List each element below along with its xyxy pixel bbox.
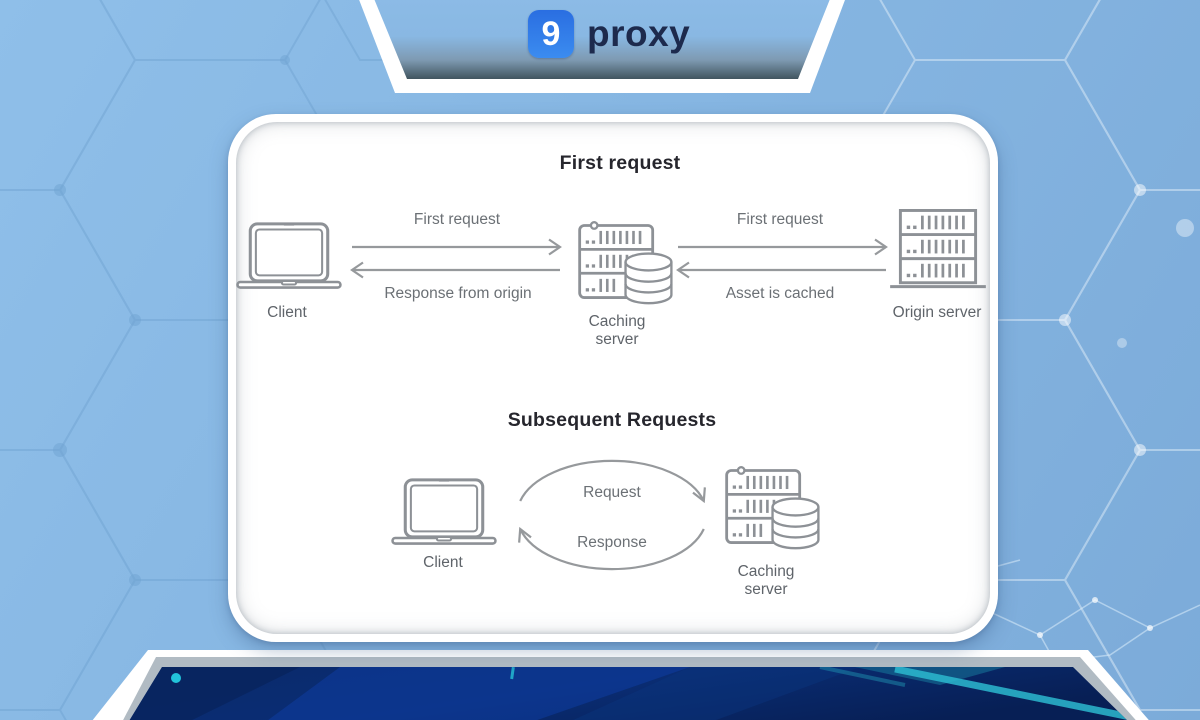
request-response-arrows (350, 235, 566, 283)
laptop-icon (391, 478, 497, 548)
arrow-label-first-request-1: First request (413, 211, 501, 228)
cycle-arrows (518, 459, 706, 571)
caching-server-label-line2: server (595, 331, 639, 348)
caching-server-label: Caching server (706, 563, 826, 599)
cycle-label-request: Request (583, 484, 641, 501)
top-banner (359, 0, 845, 100)
arrow-label-response-from-origin: Response from origin (384, 285, 532, 302)
caching-server-label-line1: Caching (737, 563, 795, 580)
diagram-card-inner: First request Client First request Respo… (236, 122, 990, 634)
subsequent-requests-title: Subsequent Requests (507, 409, 717, 431)
caching-server-label-line1: Caching (588, 313, 646, 330)
caching-server-icon (725, 463, 821, 551)
logo-wordmark: proxy (587, 13, 691, 54)
laptop-icon (236, 222, 342, 292)
diagram-card: First request Client First request Respo… (228, 114, 998, 642)
origin-server-label: Origin server (892, 304, 982, 321)
caching-server-label-line2: server (744, 581, 788, 598)
request-response-arrows (676, 235, 892, 283)
origin-server-icon (888, 209, 988, 293)
client-label: Client (267, 304, 307, 321)
brand-logo: 9 proxy (528, 9, 690, 59)
client-label: Client (423, 554, 463, 571)
caching-server-icon (578, 218, 674, 306)
arrow-label-asset-is-cached: Asset is cached (725, 285, 835, 302)
cycle-label-response: Response (577, 534, 647, 551)
bottom-banner (92, 650, 1149, 720)
arrow-label-first-request-2: First request (736, 211, 824, 228)
first-request-title: First request (559, 152, 681, 174)
caching-server-label: Caching server (557, 313, 677, 349)
logo-9-icon: 9 (528, 10, 574, 58)
